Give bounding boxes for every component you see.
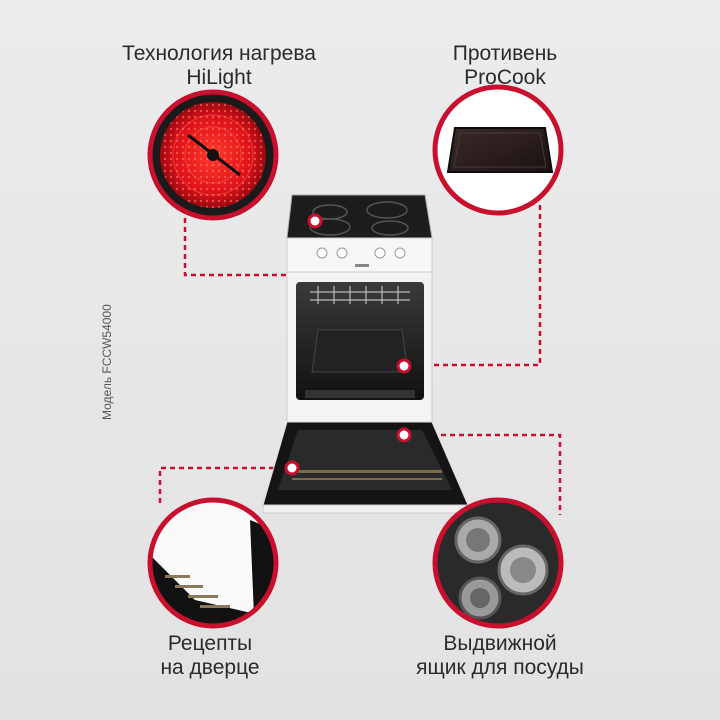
feature-title: Рецепты (167, 632, 253, 655)
feature-label-recipes: Рецепты на дверце (135, 632, 285, 680)
feature-label-procook: Противень ProCook (410, 42, 600, 90)
feature-title: Противень (452, 42, 558, 65)
feature-subtitle: ProCook (464, 66, 546, 89)
feature-title: Выдвижной (443, 632, 557, 655)
procook-tray-photo (432, 84, 564, 216)
feature-subtitle: ящик для посуды (416, 656, 584, 679)
hilight-burner-photo (147, 89, 279, 221)
feature-subtitle: HiLight (186, 66, 252, 89)
marker-dots (284, 213, 412, 476)
feature-title: Технология нагрева (122, 42, 316, 65)
electric-stove (262, 194, 469, 514)
feature-label-drawer: Выдвижной ящик для посуды (400, 632, 600, 680)
feature-label-hilight: Технология нагрева HiLight (104, 42, 334, 90)
feature-subtitle: на дверце (160, 656, 260, 679)
recipes-door-photo (147, 497, 279, 629)
drawer-photo (432, 497, 564, 629)
